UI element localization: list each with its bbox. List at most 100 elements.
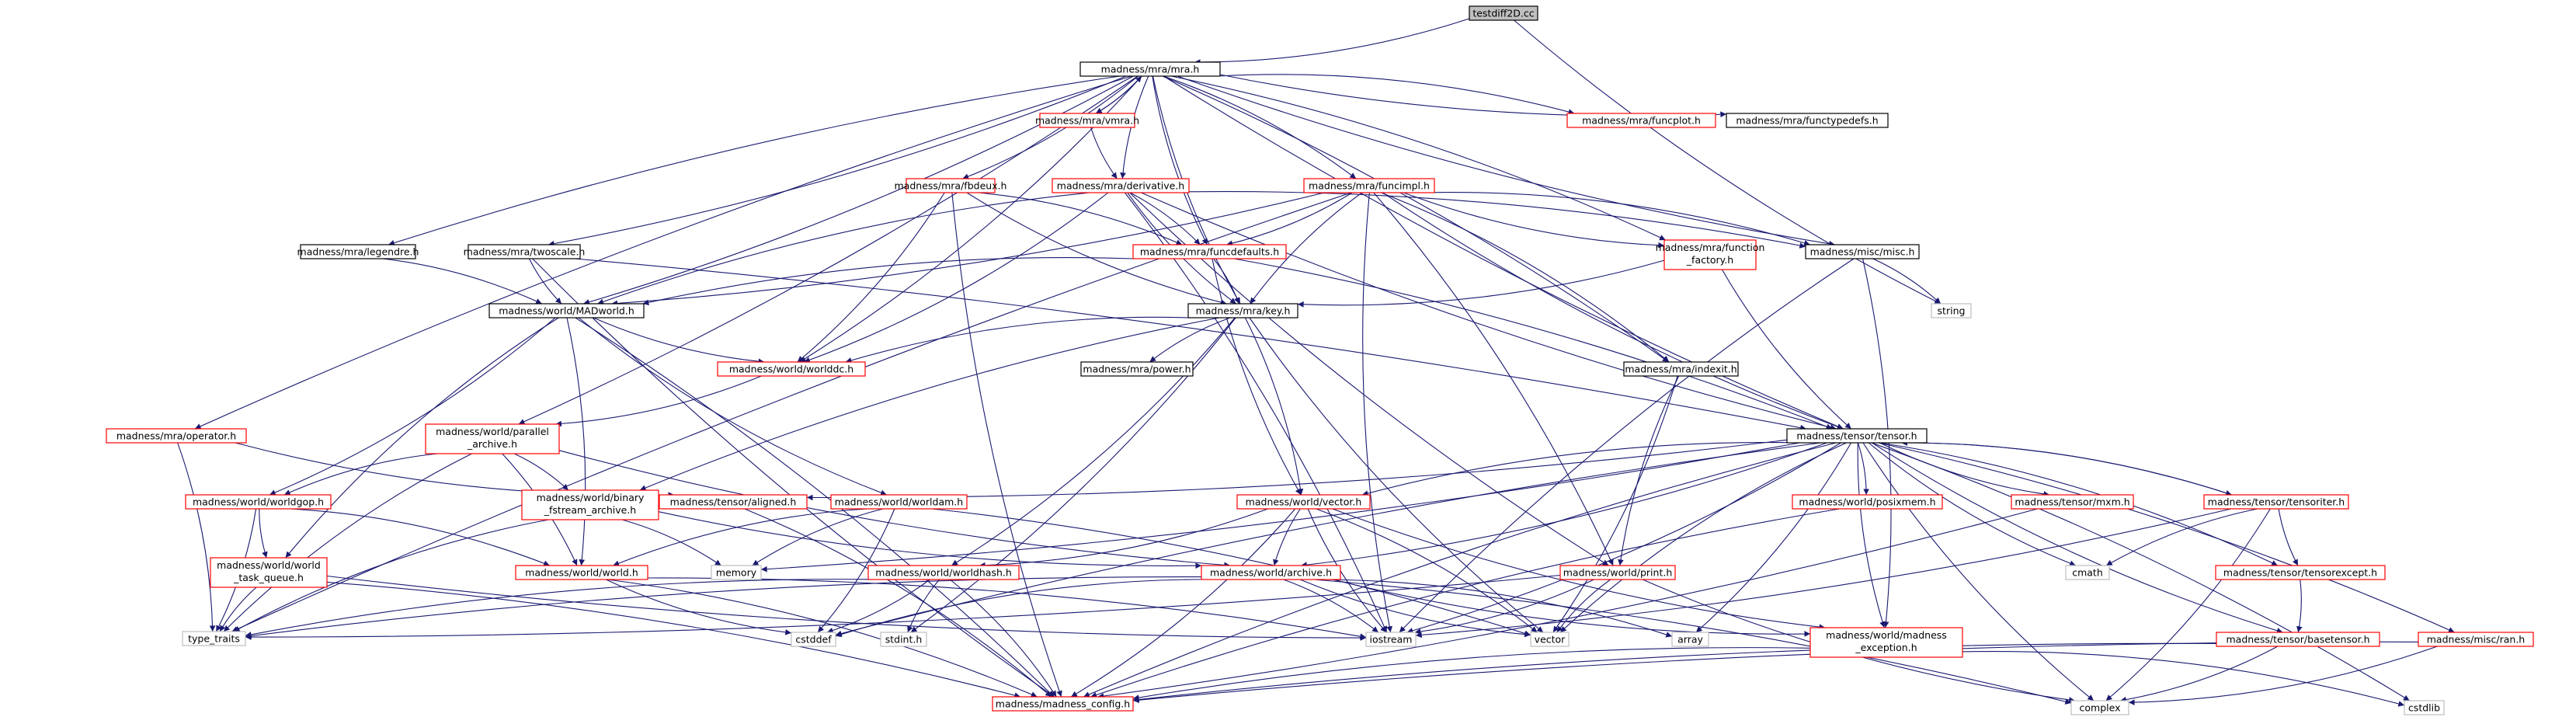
edge-tensor-to-tensorexcept	[1879, 442, 2279, 566]
edge-tensor-to-memory	[760, 442, 1800, 573]
node-world-task-queue[interactable]: madness/world/world_task_queue.h	[210, 557, 328, 588]
node-box	[1792, 494, 1943, 510]
node-key[interactable]: madness/mra/key.h	[1187, 303, 1298, 318]
edge-mxm-to-madness_config	[1097, 508, 2038, 699]
node-world-h[interactable]: madness/world/world.h	[515, 565, 648, 580]
edge-funcimpl-to-indexit	[1381, 192, 1670, 363]
node-misc[interactable]: madness/misc/misc.h	[1805, 244, 1920, 259]
node-fbdeux[interactable]: madness/mra/fbdeux.h	[895, 178, 1007, 193]
node-stdint: stdint.h	[880, 632, 927, 647]
edge-ran-to-complex	[2128, 646, 2438, 705]
node-label: madness/tensor/tensorexcept.h	[2223, 567, 2377, 579]
node-mxm[interactable]: madness/tensor/mxm.h	[2011, 494, 2134, 510]
node-vmra[interactable]: madness/mra/vmra.h	[1035, 113, 1139, 128]
node-indexit[interactable]: madness/mra/indexit.h	[1623, 361, 1739, 377]
node-worldgop[interactable]: madness/world/worldgop.h	[185, 494, 332, 510]
node-label: madness/world/world.h	[525, 567, 638, 579]
edge-archive-to-array	[1314, 579, 1673, 638]
node-label: testdiff2D.cc	[1472, 8, 1534, 19]
edge-vector_h-to-madness_config	[1070, 508, 1296, 698]
edge-fbdeux-to-worlddc	[797, 192, 945, 363]
edge-derivative-to-funcdefaults	[1129, 192, 1201, 245]
node-box	[1201, 565, 1341, 580]
node-box	[2215, 565, 2386, 580]
node-binary-fstream[interactable]: madness/world/binary_fstream_archive.h	[521, 489, 659, 520]
node-derivative[interactable]: madness/mra/derivative.h	[1052, 178, 1190, 193]
edge-madworld-to-worldam	[578, 317, 887, 496]
edge-basetensor-to-madness_config	[1132, 642, 2217, 703]
node-box	[210, 557, 328, 588]
node-label: madness/world/worlddc.h	[729, 364, 853, 375]
node-worlddc[interactable]: madness/world/worlddc.h	[717, 361, 866, 377]
edge-worldam-to-world_h	[613, 508, 868, 566]
node-label: madness/world/madness	[1826, 629, 1947, 641]
edge-fbdeux-to-key	[966, 192, 1227, 305]
edge-derivative-to-tensor	[1141, 192, 1837, 430]
node-print[interactable]: madness/world/print.h	[1559, 565, 1676, 580]
node-operator[interactable]: madness/mra/operator.h	[106, 428, 247, 444]
edge-posixmem-to-madness_config	[1090, 508, 1840, 698]
edge-parallel_archive-to-worldgop	[283, 453, 438, 496]
edge-madworld-to-world_task_queue	[285, 317, 559, 559]
edge-tensor-to-tensoriter	[1901, 442, 2232, 496]
node-funcimpl[interactable]: madness/mra/funcimpl.h	[1303, 178, 1435, 193]
node-basetensor[interactable]: madness/tensor/basetensor.h	[2216, 632, 2380, 647]
edge-tensor-to-cstdlib	[1871, 442, 2410, 701]
node-string: string	[1931, 303, 1972, 318]
node-tensor[interactable]: madness/tensor/tensor.h	[1786, 428, 1928, 444]
node-tensorexcept[interactable]: madness/tensor/tensorexcept.h	[2215, 565, 2386, 580]
node-root[interactable]: testdiff2D.cc	[1469, 5, 1538, 21]
edge-worldhash-to-cstddef	[826, 579, 930, 634]
node-box	[1786, 428, 1928, 444]
node-tensoriter[interactable]: madness/tensor/tensoriter.h	[2203, 494, 2349, 510]
edge-key-to-vector_std	[1249, 317, 1544, 633]
edge-funcimpl-to-iostream	[1362, 192, 1392, 633]
edge-tensor-to-archive	[1301, 442, 1827, 568]
node-ran[interactable]: madness/misc/ran.h	[2418, 632, 2534, 647]
edge-key-to-worlddc	[845, 316, 1189, 364]
edge-tensor-to-iostream	[1406, 442, 1841, 634]
node-power[interactable]: madness/mra/power.h	[1080, 361, 1194, 377]
node-madworld[interactable]: madness/world/MADworld.h	[488, 303, 645, 318]
node-function-factory[interactable]: madness/mra/function_factory.h	[1656, 239, 1765, 270]
node-label: madness/tensor/aligned.h	[670, 496, 797, 508]
node-label: madness/mra/indexit.h	[1625, 364, 1736, 375]
node-label: madness/mra/functypedefs.h	[1736, 115, 1878, 127]
edge-funcimpl-to-funcdefaults	[1226, 192, 1353, 246]
node-worldam[interactable]: madness/world/worldam.h	[830, 494, 968, 510]
node-memory: memory	[711, 565, 762, 580]
node-label: madness/misc/ran.h	[2427, 634, 2525, 646]
node-funcdefaults[interactable]: madness/mra/funcdefaults.h	[1132, 244, 1287, 259]
node-madness-exception[interactable]: madness/world/madness_exception.h	[1809, 627, 1963, 658]
node-archive[interactable]: madness/world/archive.h	[1201, 565, 1341, 580]
edge-mra-to-tensor	[1163, 75, 1844, 430]
edge-key-to-binary_fstream	[639, 317, 1220, 491]
node-vector-h[interactable]: madness/world/vector.h	[1236, 494, 1371, 510]
node-worldhash[interactable]: madness/world/worldhash.h	[867, 565, 1020, 580]
node-posixmem[interactable]: madness/world/posixmem.h	[1792, 494, 1943, 510]
node-aligned[interactable]: madness/tensor/aligned.h	[659, 494, 808, 510]
edge-vector_h-to-madness_exception	[1332, 508, 1826, 630]
node-label: cstdlib	[2408, 702, 2440, 714]
edge-madworld-to-madness_config	[575, 317, 1055, 698]
node-functypedefs[interactable]: madness/mra/functypedefs.h	[1726, 113, 1889, 128]
node-label: madness/mra/twoscale.h	[464, 246, 586, 258]
node-legendre[interactable]: madness/mra/legendre.h	[297, 244, 419, 259]
node-label: array	[1677, 634, 1703, 646]
edge-mra-to-legendre	[388, 75, 1120, 246]
edge-worldam-to-vector_std	[932, 508, 1531, 637]
edge-indexit-to-vector_std	[1552, 375, 1678, 633]
edge-worlddc-to-parallel_archive	[555, 375, 762, 427]
node-label: _fstream_archive.h	[544, 504, 636, 516]
node-twoscale[interactable]: madness/mra/twoscale.h	[464, 244, 586, 259]
node-label: madness/world/parallel	[436, 426, 549, 437]
node-parallel-archive[interactable]: madness/world/parallel_archive.h	[425, 423, 560, 454]
edge-derivative-to-madworld	[597, 192, 1090, 305]
node-madness-config[interactable]: madness/madness_config.h	[992, 696, 1134, 712]
node-box	[1365, 632, 1417, 647]
node-cstddef: cstddef	[791, 632, 836, 647]
edge-mra-to-funcplot	[1217, 74, 1575, 115]
node-mra[interactable]: madness/mra/mra.h	[1079, 61, 1221, 77]
node-funcplot[interactable]: madness/mra/funcplot.h	[1566, 113, 1716, 128]
edge-world_task_queue-to-madness_config	[326, 581, 1021, 698]
